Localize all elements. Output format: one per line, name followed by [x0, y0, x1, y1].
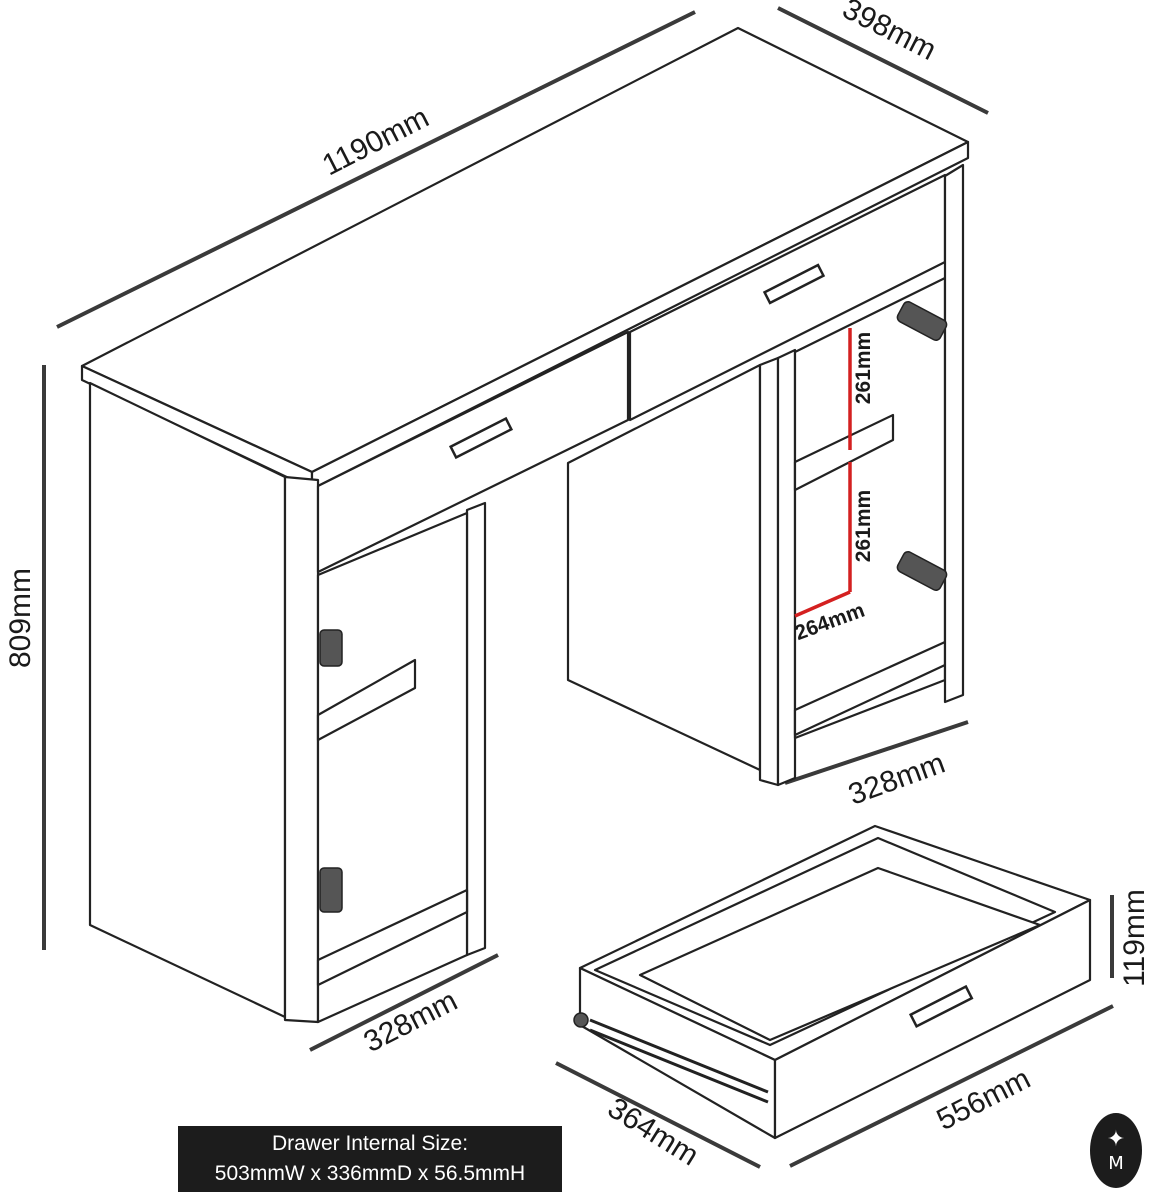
right-side-panel [943, 163, 965, 704]
drawer-depth-dimension-line [555, 1061, 761, 1169]
left-cabinet-shelf [316, 658, 417, 742]
right-cabinet-shelf [793, 413, 895, 492]
lower-shelf-gap-label: 261mm [852, 490, 875, 562]
overall-width-dimension-line [56, 10, 696, 329]
drawer-width-dimension-line [789, 1004, 1114, 1168]
drawer-width-label: 556mm [932, 1062, 1036, 1137]
brand-emblem-icon: ✦ M [1090, 1113, 1142, 1188]
shelf-depth-marker [794, 590, 851, 618]
upper-shelf-gap-label: 261mm [852, 332, 875, 404]
note-title: Drawer Internal Size: [271, 1132, 469, 1155]
drawer-internal-size-note: Drawer Internal Size: 503mmW x 336mmD x … [178, 1126, 562, 1192]
left-side-panel [88, 381, 287, 1019]
drawer-height-label: 119mm [1118, 889, 1151, 987]
overall-depth-dimension-line [777, 6, 989, 115]
left-cabinet-interior [316, 511, 469, 1024]
runner-wheel-icon [573, 1012, 589, 1028]
upper-drawer-handle [762, 263, 826, 305]
right-upper-hinge-icon [896, 301, 948, 341]
right-inner-post [776, 348, 797, 787]
front-drawer-handle [448, 416, 514, 460]
left-upper-hinge-icon [319, 629, 343, 667]
note-dimensions: 503mmW x 336mmD x 56.5mmH [214, 1162, 526, 1185]
overall-depth-label: 398mm [837, 0, 941, 67]
right-lower-hinge-icon [896, 551, 948, 591]
drawer-handle [908, 984, 974, 1028]
front-drawer [316, 330, 630, 574]
right-cabinet-dimension-line [784, 720, 969, 785]
left-center-post [465, 501, 487, 957]
left-front-post [283, 475, 320, 1024]
left-cabinet-bottom [316, 888, 469, 987]
left-cabinet-dimension-line [309, 953, 499, 1052]
right-front-post [758, 356, 780, 787]
drawer-runner-lower [589, 1028, 769, 1104]
removed-drawer [573, 824, 1092, 1140]
overall-height-label: 809mm [4, 568, 37, 668]
desk [80, 26, 970, 1024]
left-lower-hinge-icon [319, 867, 343, 913]
drawer-runner [589, 1018, 769, 1094]
